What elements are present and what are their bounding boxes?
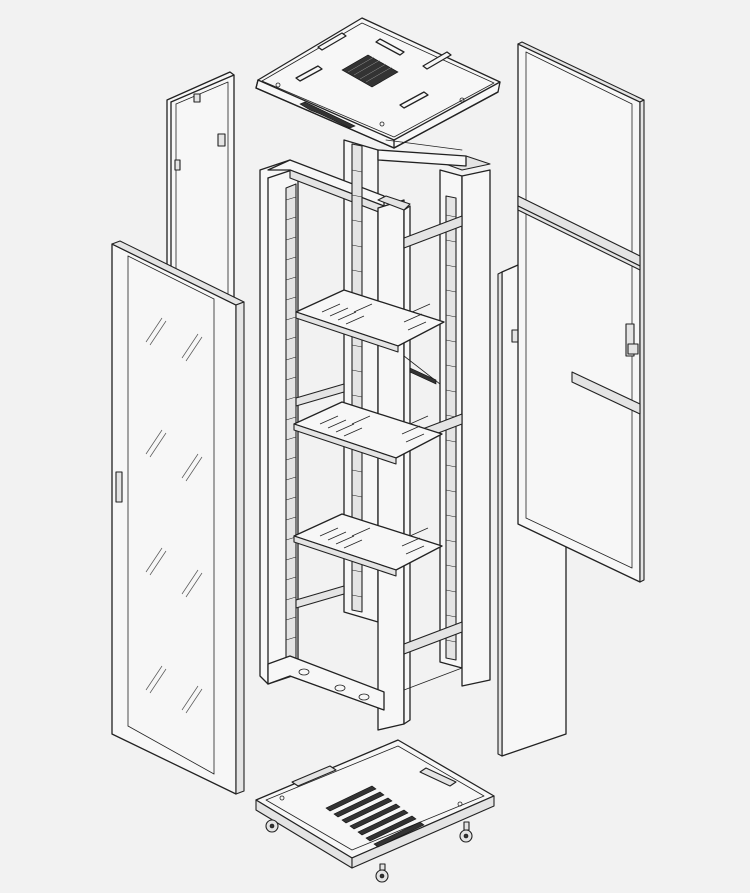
shelf-1: [295, 289, 445, 353]
top-cover: [255, 17, 501, 149]
top-vent-grid: [341, 54, 399, 88]
shelf-2: [293, 401, 443, 465]
base: [255, 739, 495, 883]
front-glass-door: [111, 240, 245, 795]
caster-wheels: [265, 819, 473, 883]
panel-latch: [625, 323, 635, 357]
base-vent-slots: [325, 785, 425, 848]
door-handle: [115, 471, 123, 503]
frame: [259, 139, 491, 731]
side-panel-left: [517, 41, 645, 583]
shelf-3: [293, 513, 443, 577]
rear-door: [166, 71, 235, 303]
glass-reflection-marks: [145, 317, 203, 714]
